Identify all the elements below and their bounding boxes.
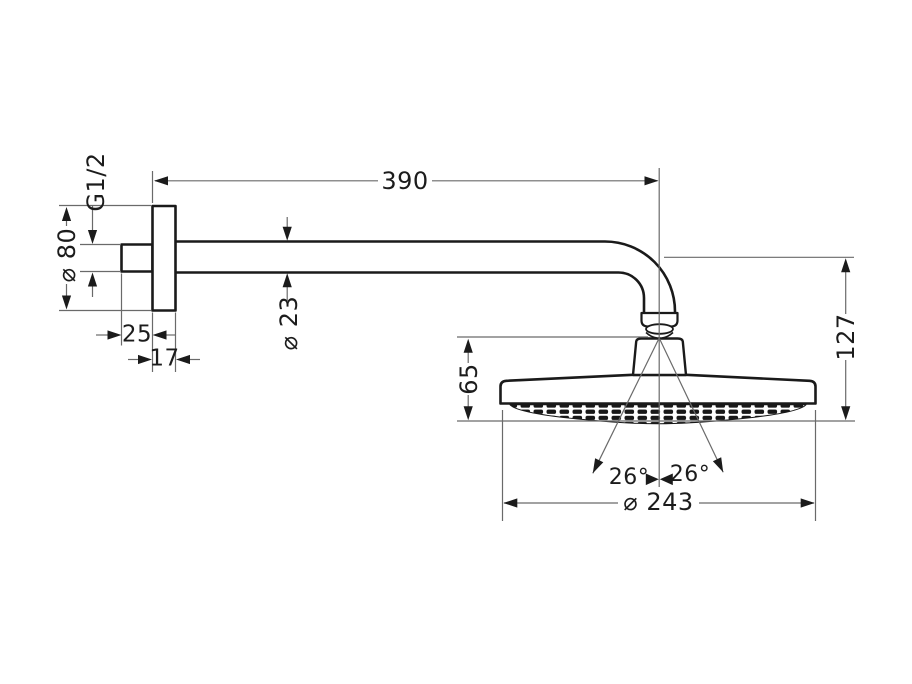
angle-line-right: [658, 337, 724, 473]
arrowhead-down-left-icon: [592, 458, 604, 474]
dim-label-escutcheon-depth: 17: [149, 345, 180, 372]
arrowhead-down-icon: [463, 406, 473, 421]
dim-label-stub-length: 25: [121, 321, 153, 347]
dim-label-arm-diameter: ⌀ 23: [274, 295, 303, 350]
dim-arm-diameter-23: [282, 217, 292, 301]
dim-escutcheon-80: [59, 207, 151, 312]
dim-label-spray-angle-left: 26°: [608, 464, 650, 490]
dim-thread-g12: [59, 204, 151, 297]
arrowhead-down-icon: [87, 230, 98, 244]
arrowhead-left-icon: [152, 330, 167, 340]
dim-arm-length-390: [151, 171, 659, 203]
wall-connection: [120, 204, 177, 312]
arrowhead-right-icon: [107, 330, 122, 340]
dim-head-diameter-243: [501, 410, 817, 521]
dim-label-escutcheon-diameter: ⌀ 80: [53, 227, 81, 283]
dim-spray-angles: [592, 337, 724, 486]
dim-label-spray-angle-right: 26°: [669, 461, 711, 487]
dim-stub-25: [96, 273, 176, 346]
shower-head: [499, 337, 817, 425]
arrowhead-right-icon: [800, 498, 815, 508]
arrowhead-right-icon: [138, 354, 152, 365]
arrowhead-down-icon: [841, 406, 851, 421]
dim-escutcheon-depth-17: [128, 312, 200, 372]
dim-label-arm-length: 390: [381, 166, 429, 195]
arrowhead-up-icon: [61, 207, 72, 221]
dim-overall-drop-127: [664, 256, 854, 421]
arrowhead-left-icon: [154, 176, 168, 186]
arrowhead-left-icon: [176, 354, 190, 365]
arrowhead-up-icon: [841, 258, 851, 273]
dim-label-overall-drop: 127: [831, 313, 860, 361]
arrowhead-left-icon: [659, 473, 673, 486]
arrowhead-down-icon: [61, 295, 72, 310]
arrowhead-up-icon: [463, 338, 473, 353]
arrowhead-right-icon: [644, 176, 659, 186]
thread-stub: [120, 243, 154, 273]
arrowhead-up-icon: [282, 273, 292, 288]
dim-head-depth-65: [457, 336, 855, 422]
shower-arm: [173, 240, 677, 316]
arrowhead-right-icon: [645, 473, 659, 486]
arrowhead-down-icon: [282, 226, 292, 241]
arrowhead-left-icon: [503, 498, 518, 508]
arrowhead-up-icon: [87, 272, 98, 287]
dim-label-wall-thread: G1/2: [82, 152, 110, 212]
dim-label-head-depth: 65: [454, 363, 483, 395]
arrowhead-down-right-icon: [712, 457, 724, 473]
escutcheon-plate: [151, 204, 177, 312]
arm-elbow-pipe: [173, 240, 677, 316]
spray-face: [509, 404, 807, 425]
angle-line-left: [592, 337, 660, 474]
head-disc: [499, 373, 817, 405]
dim-label-head-diameter: ⌀ 243: [623, 488, 694, 516]
